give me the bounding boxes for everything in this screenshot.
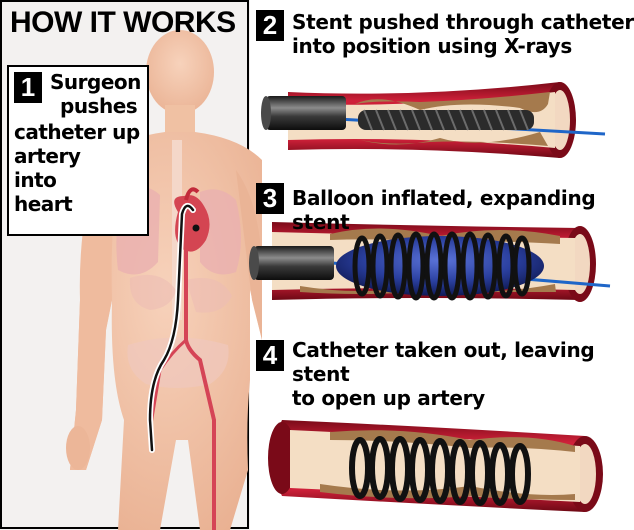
catheter [266, 96, 346, 130]
step-4-text: Catheter taken out, leaving stent to ope… [292, 338, 634, 410]
stomach [186, 278, 232, 313]
step-1-text-rest: catheter up artery into heart [14, 120, 140, 216]
liver [129, 274, 176, 310]
step-4-line: to open up artery [292, 386, 485, 410]
stent-expanded [349, 436, 531, 506]
pelvis [127, 337, 229, 388]
step-4-line: Catheter taken out, leaving stent [292, 338, 595, 386]
catheter-tip [192, 224, 200, 232]
left-hand [66, 426, 90, 470]
title: HOW IT WORKS [10, 6, 236, 39]
stent-expanding [352, 231, 532, 301]
step-4-number: 4 [256, 340, 284, 371]
right-lung [200, 189, 241, 275]
step-3-number: 3 [256, 183, 284, 214]
step-1-line: Surgeon [50, 70, 141, 94]
step-1-line: pushes [60, 94, 138, 118]
step-1-line: catheter up [14, 120, 140, 144]
step-1-text-block: pushes [60, 94, 138, 118]
step-2-line: Stent pushed through catheter [292, 10, 634, 34]
artery-step-3 [249, 222, 611, 302]
step-3-text: Balloon inflated, expanding stent [292, 186, 634, 234]
step-1-text-line-1: Surgeon [50, 70, 146, 94]
step-2-line: into position using X-rays [292, 34, 573, 58]
step-3-line: Balloon inflated, expanding stent [292, 186, 596, 234]
artery-step-4 [268, 420, 603, 512]
left-arm [70, 160, 118, 470]
artery-step-2 [261, 82, 606, 158]
plaque-bottom [360, 132, 548, 146]
human-body-figure [66, 30, 262, 530]
stent-crimped [358, 109, 534, 131]
neck [165, 105, 195, 135]
catheter [254, 246, 334, 280]
plaque-top [330, 430, 575, 452]
right-arm [236, 170, 262, 340]
step-1-line: into [14, 168, 57, 192]
head [146, 30, 214, 114]
plaque-top [355, 92, 550, 113]
step-1-number: 1 [14, 72, 42, 103]
step-2-number: 2 [256, 10, 284, 41]
step-1-line: artery [14, 144, 81, 168]
step-1-line: heart [14, 192, 73, 216]
step-2-text: Stent pushed through catheter into posit… [292, 10, 634, 58]
catheter-path [146, 202, 200, 453]
